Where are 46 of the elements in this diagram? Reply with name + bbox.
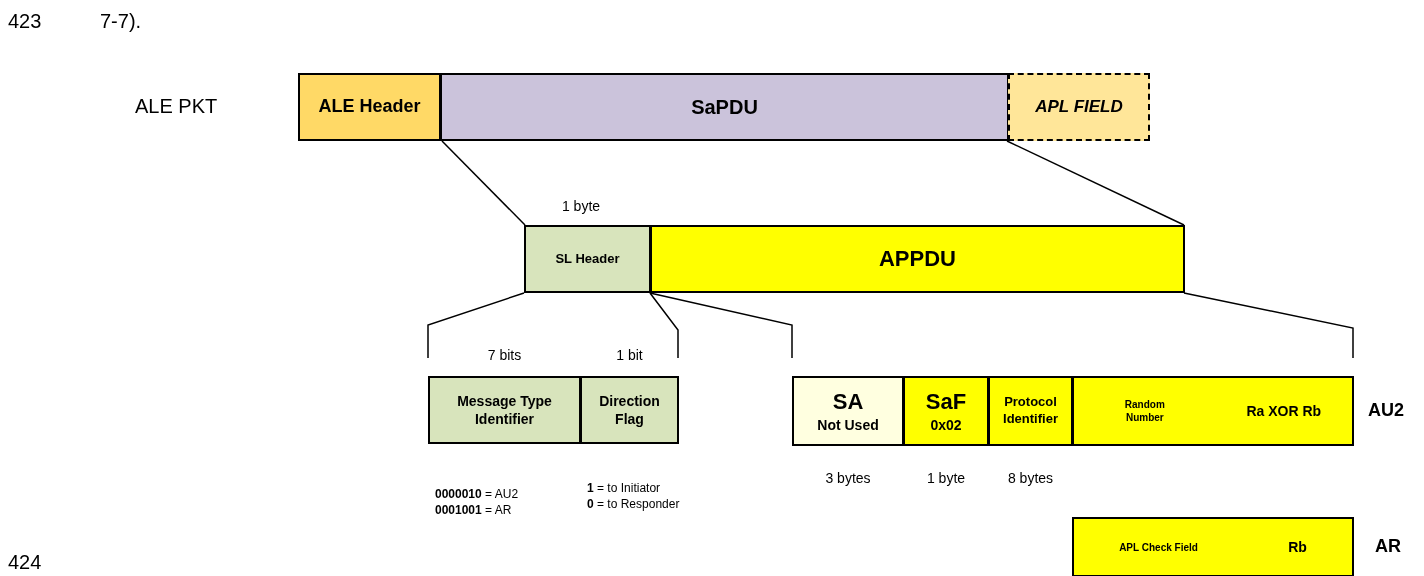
field-name: APPDU bbox=[879, 244, 956, 273]
size-label: 1 byte bbox=[560, 198, 602, 214]
value-note: 1 = to Initiator bbox=[587, 481, 661, 495]
value-note: 0001001 = AR bbox=[435, 503, 512, 517]
field-name: Message Type Identifier bbox=[456, 391, 553, 429]
row-label: AR bbox=[1375, 536, 1401, 557]
packet-field bbox=[792, 376, 904, 446]
line-number: 424 bbox=[8, 551, 42, 574]
size-label: 1 byte bbox=[925, 470, 967, 486]
size-label: 3 bytes bbox=[824, 470, 872, 486]
row-label: ALE PKT bbox=[135, 95, 218, 118]
field-value: Not Used bbox=[817, 416, 879, 435]
field-name: APL FIELD bbox=[1035, 95, 1123, 118]
payload-field bbox=[650, 225, 1185, 293]
field-name: Direction Flag bbox=[598, 391, 661, 429]
header-field bbox=[524, 225, 651, 293]
value-note: 0000010 = AU2 bbox=[435, 487, 519, 501]
optional-field bbox=[1008, 73, 1150, 141]
field-value: 0x02 bbox=[930, 416, 962, 435]
field-value: Rb bbox=[1288, 537, 1307, 557]
row-label: AU2 bbox=[1368, 400, 1404, 421]
header-field bbox=[298, 73, 441, 141]
field-value: Ra XOR Rb bbox=[1246, 401, 1322, 421]
packet-field bbox=[988, 376, 1073, 446]
expansion-line bbox=[1006, 140, 1185, 226]
size-label: 8 bytes bbox=[1006, 470, 1055, 486]
bit-field bbox=[428, 376, 581, 444]
field-name: SaPDU bbox=[691, 95, 758, 120]
field-name: APL Check Field bbox=[1119, 540, 1198, 554]
packet-field bbox=[903, 376, 989, 446]
field-name: Random Number bbox=[1123, 398, 1166, 424]
field-name: Protocol Identifier bbox=[1002, 394, 1059, 428]
value-note: 0 = to Responder bbox=[587, 497, 680, 511]
field-name: SA bbox=[832, 387, 864, 416]
packet-field bbox=[1072, 376, 1354, 446]
line-number: 423 bbox=[8, 10, 42, 33]
field-name: ALE Header bbox=[318, 95, 421, 119]
size-label: 7 bits bbox=[486, 347, 523, 363]
size-label: 1 bit bbox=[615, 347, 644, 363]
payload-field bbox=[440, 73, 1009, 141]
body-text: 7-7). bbox=[100, 10, 142, 33]
field-name: SaF bbox=[925, 387, 967, 416]
expansion-line bbox=[441, 140, 526, 226]
bit-field bbox=[580, 376, 679, 444]
packet-field bbox=[1072, 517, 1354, 576]
field-name: SL Header bbox=[555, 250, 620, 268]
